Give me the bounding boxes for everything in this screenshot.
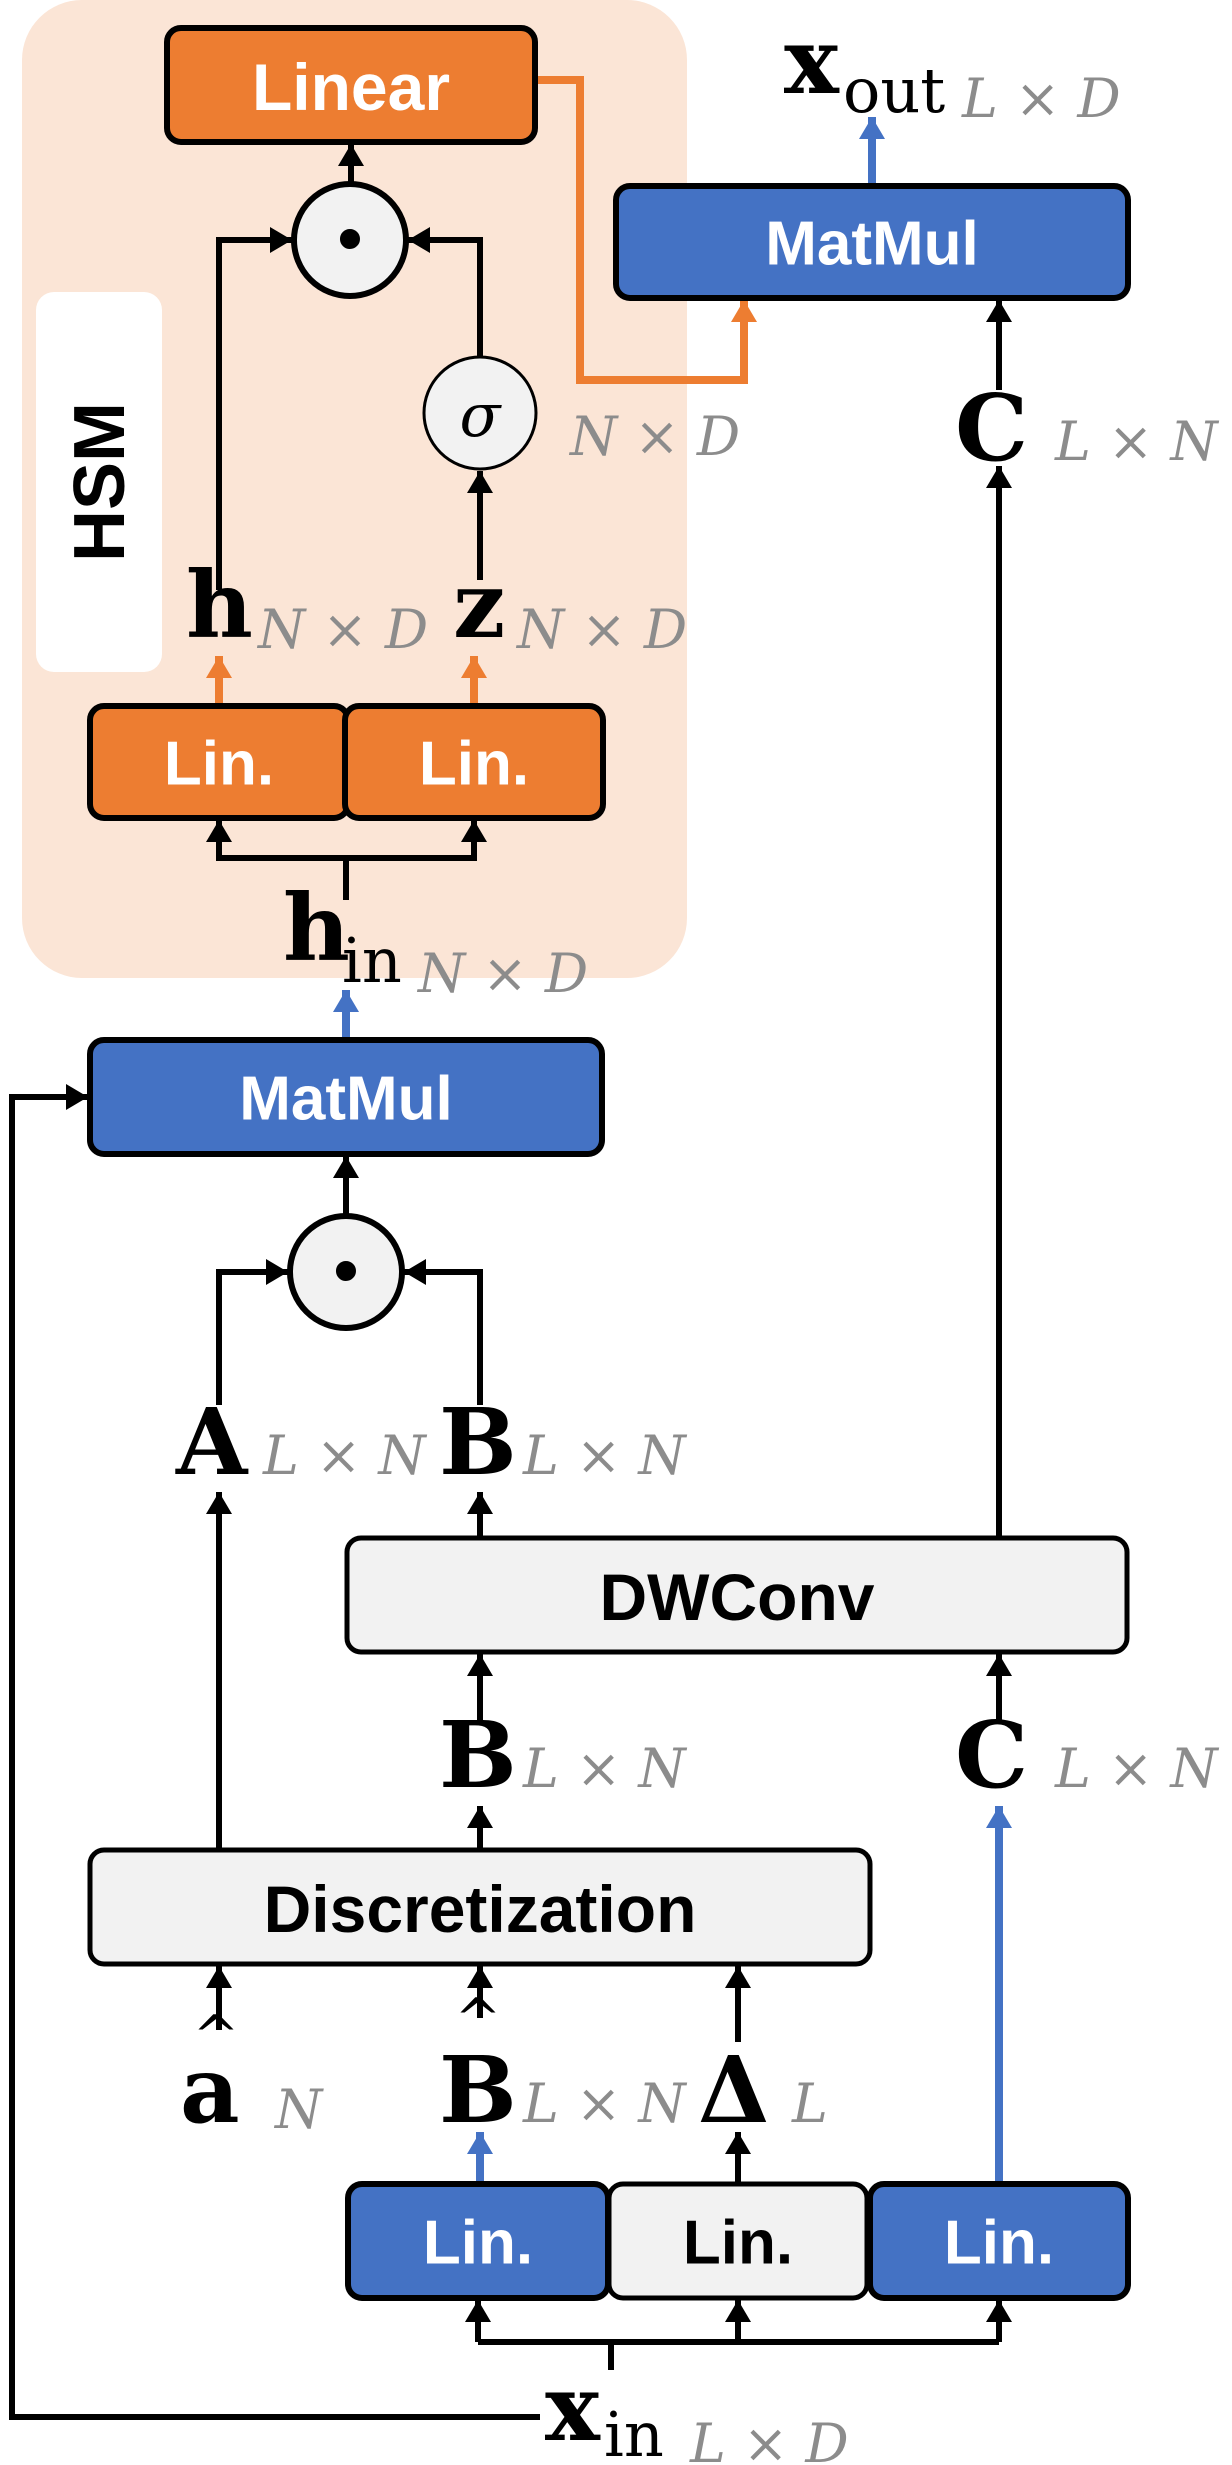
- c2-to-dwconv-arrowhead: [986, 1654, 1012, 1676]
- b-to-product: [404, 1269, 483, 1405]
- hsm-lin-left-label: Lin.: [164, 730, 274, 799]
- h-symbol: h: [186, 551, 253, 659]
- delta-dim: L: [791, 2072, 828, 2135]
- b-to-product-arrowhead: [404, 1259, 426, 1285]
- lin-c-to-c2-arrowhead: [986, 1806, 1012, 1828]
- product-to-linear-arrowhead: [338, 144, 364, 166]
- hsm-lin-right-label: Lin.: [419, 730, 529, 799]
- sigma-dim: N × D: [568, 405, 740, 468]
- lin-b-label: Lin.: [423, 2209, 533, 2278]
- a-to-product-arrowhead: [266, 1259, 288, 1285]
- delta-to-discretization-arrowhead: [725, 1966, 751, 1988]
- a-to-product: [216, 1269, 288, 1405]
- lin-c-label: Lin.: [944, 2209, 1054, 2278]
- c2-dim: L × N: [1054, 1737, 1219, 1800]
- hsm-product-symbol: •: [338, 199, 363, 277]
- b2-symbol: B: [439, 1701, 517, 1809]
- sigma-to-product: [408, 237, 483, 357]
- b2-dim: L × N: [522, 1737, 687, 1800]
- b-dim: L × N: [522, 1424, 687, 1487]
- h-to-product: [216, 237, 292, 590]
- a-hat-symbol: a: [180, 2036, 240, 2144]
- linear-to-top-matmul-arrowhead: [731, 300, 757, 322]
- b-hat-symbol: B: [439, 2036, 517, 2144]
- sigma-symbol: σ: [460, 381, 503, 451]
- dwconv-label: DWConv: [600, 1560, 875, 1634]
- middle-matmul-to-h-in-arrowhead: [333, 990, 359, 1012]
- hsm-lin-right-box: [342, 703, 606, 821]
- dwconv-to-c-top-arrowhead: [986, 466, 1012, 488]
- x-in-subscript: in: [604, 2398, 664, 2465]
- a-hat-dim: N: [273, 2078, 324, 2141]
- middle-matmul-box: [87, 1037, 605, 1157]
- sigma-node: [422, 355, 538, 471]
- lin-delta-label: Lin.: [683, 2209, 793, 2278]
- a-dim: L × N: [262, 1424, 427, 1487]
- x-in-symbol: x: [545, 2354, 601, 2462]
- lin-c-box: [867, 2181, 1131, 2301]
- b-symbol: B: [439, 1388, 517, 1496]
- x-in-to-middle-matmul-arrowhead: [66, 1084, 88, 1110]
- sigma-to-product-arrowhead: [408, 227, 430, 253]
- discretization-to-a-arrowhead: [206, 1492, 232, 1514]
- hsm-linear-box: [164, 25, 538, 145]
- hsm-product-node: [291, 181, 409, 299]
- middle-matmul-label: MatMul: [239, 1065, 453, 1134]
- h-to-product-arrowhead: [270, 227, 292, 253]
- b-hat-caret: ^: [455, 1987, 502, 2052]
- lin-delta-to-delta-arrowhead: [725, 2132, 751, 2154]
- lin-right-to-z-arrowhead: [461, 656, 487, 678]
- h-in-split-right-arrowhead: [461, 820, 487, 842]
- a-hat-to-discretization-arrowhead: [206, 1966, 232, 1988]
- hsm-title: HSM: [60, 402, 140, 562]
- top-matmul-label: MatMul: [765, 210, 979, 279]
- x-out-subscript: out: [843, 54, 945, 127]
- delta-symbol: Δ: [698, 2036, 769, 2144]
- linear-to-top-matmul: [537, 76, 748, 384]
- c-top-dim: L × N: [1054, 410, 1219, 473]
- lin-left-to-h-arrowhead: [206, 656, 232, 678]
- x-out-dim: L × D: [961, 67, 1121, 130]
- c2-symbol: C: [955, 1701, 1028, 1809]
- h-dim: N × D: [256, 598, 428, 661]
- hsm-linear-label: Linear: [252, 50, 450, 124]
- hsm-title-tag: [36, 292, 162, 672]
- c-top-to-top-matmul-arrowhead: [986, 300, 1012, 322]
- discretization-box: [87, 1847, 873, 1967]
- b2-to-dwconv-arrowhead: [467, 1654, 493, 1676]
- a-hat-caret: ^: [193, 2004, 240, 2069]
- z-to-sigma-arrowhead: [467, 471, 493, 493]
- discretization-to-b2-arrowhead: [467, 1806, 493, 1828]
- z-dim: N × D: [515, 598, 687, 661]
- dwconv-to-b-arrowhead: [467, 1492, 493, 1514]
- middle-product-symbol: •: [334, 1231, 359, 1309]
- c-top-symbol: C: [955, 374, 1028, 482]
- h-in-subscript: in: [342, 924, 402, 997]
- b-hat-dim: L × N: [522, 2072, 687, 2135]
- a-symbol: A: [175, 1388, 249, 1496]
- z-symbol: z: [453, 551, 505, 659]
- h-in-to-hsm-split-arrowhead: [206, 820, 232, 842]
- discretization-label: Discretization: [264, 1872, 697, 1946]
- x-in-to-lin-delta-arrowhead: [725, 2300, 751, 2322]
- middle-product-to-matmul-arrowhead: [333, 1156, 359, 1178]
- b-hat-to-discretization-arrowhead: [467, 1966, 493, 1988]
- middle-product-node: [287, 1213, 405, 1331]
- dwconv-box: [344, 1535, 1130, 1655]
- h-in-symbol: h: [283, 874, 350, 982]
- x-out-symbol: x: [784, 7, 840, 115]
- connector-lines: [9, 76, 1012, 2420]
- top-matmul-box: [613, 183, 1131, 301]
- h-in-dim: N × D: [416, 942, 588, 1005]
- x-in-to-lin-c-arrowhead: [986, 2300, 1012, 2322]
- lin-b-to-b-hat-arrowhead: [467, 2132, 493, 2154]
- top-matmul-to-x-out-arrowhead: [859, 117, 885, 139]
- x-in-to-middle-matmul: [9, 1094, 540, 2420]
- x-in-to-lin-b-arrowhead: [465, 2300, 491, 2322]
- x-in-dim: L × D: [689, 2412, 849, 2465]
